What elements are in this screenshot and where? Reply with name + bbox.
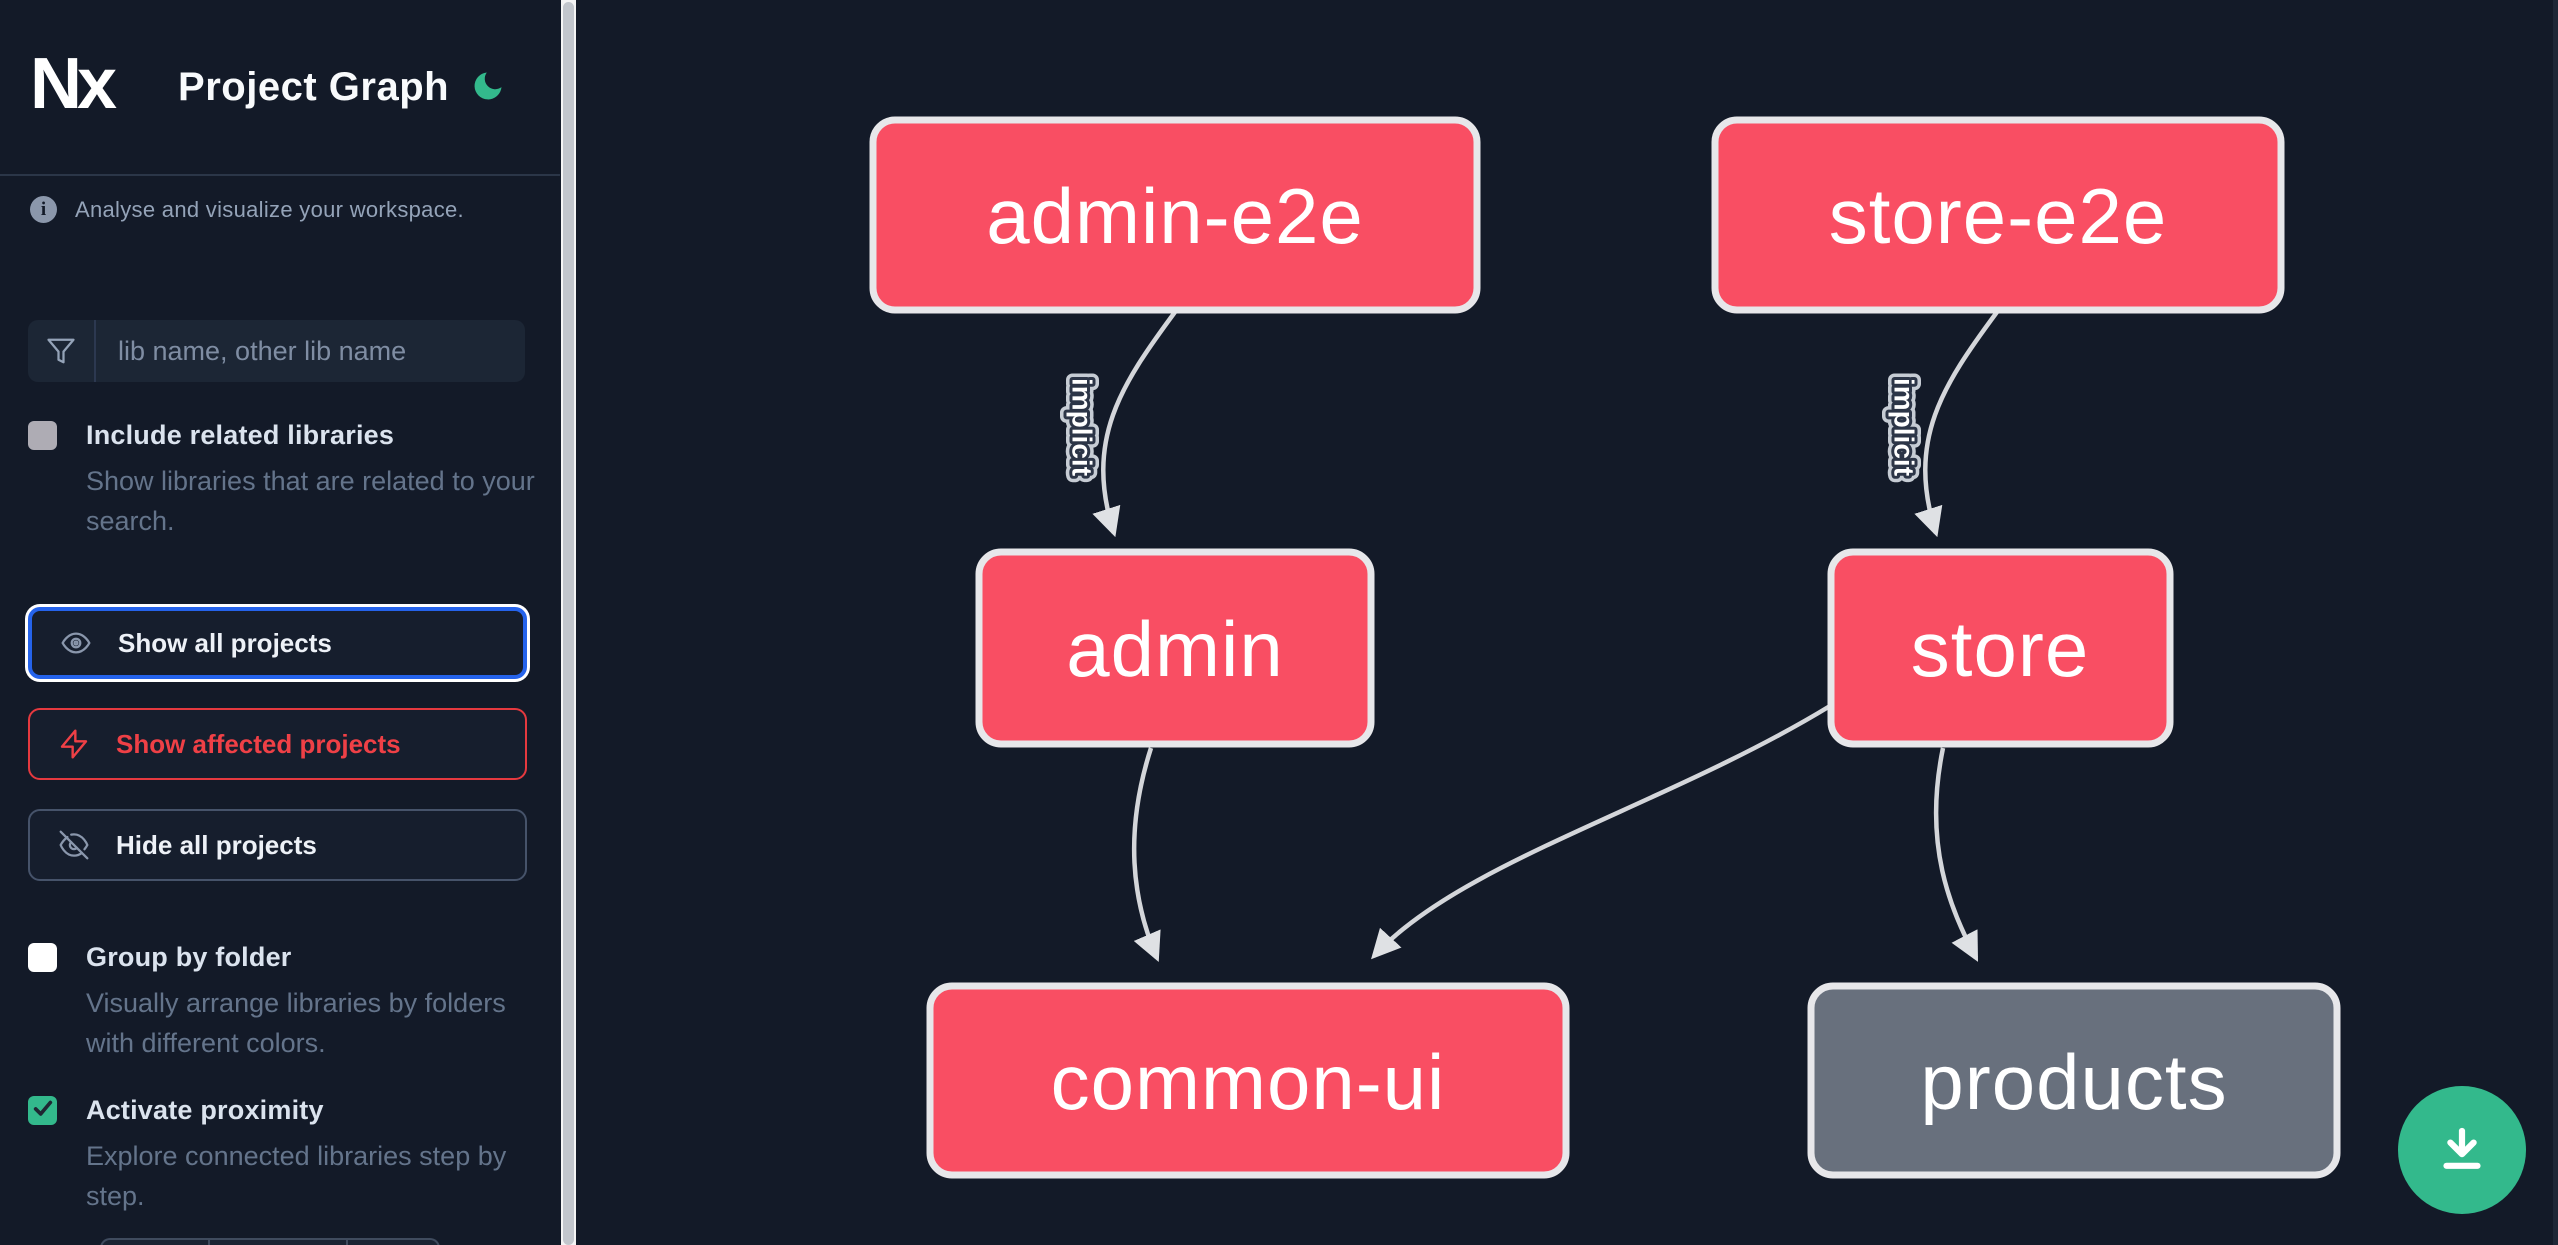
- svg-text:store: store: [1911, 605, 2089, 693]
- edge-label-implicit-2: implicit implicit implicit: [1882, 371, 1926, 482]
- option-group-by-folder: Group by folder Visually arrange librari…: [28, 942, 528, 1063]
- button-label: Show all projects: [118, 627, 332, 658]
- option-label: Group by folder: [86, 942, 292, 972]
- svg-text:common-ui: common-ui: [1051, 1038, 1446, 1126]
- svg-text:admin-e2e: admin-e2e: [986, 172, 1364, 260]
- option-description: Visually arrange libraries by folders wi…: [86, 988, 506, 1058]
- svg-text:implicit: implicit: [1889, 378, 1920, 476]
- svg-text:admin: admin: [1066, 605, 1283, 693]
- lightning-icon: [58, 728, 90, 760]
- option-activate-proximity: Activate proximity Explore connected lib…: [28, 1095, 528, 1216]
- group-by-folder-checkbox[interactable]: [28, 943, 57, 972]
- sidebar-header: Nx Project Graph: [0, 0, 560, 176]
- nx-logo: Nx: [30, 44, 117, 124]
- hide-all-projects-button[interactable]: Hide all projects: [28, 809, 527, 881]
- svg-text:store-e2e: store-e2e: [1829, 172, 2168, 260]
- edge-label-implicit-1: implicit implicit implicit: [1060, 371, 1104, 482]
- node-store[interactable]: store: [1827, 548, 2174, 748]
- node-admin[interactable]: admin: [975, 548, 1375, 748]
- project-actions: Show all projects Show affected projects…: [28, 607, 527, 881]
- show-affected-projects-button[interactable]: Show affected projects: [28, 708, 527, 780]
- option-description: Show libraries that are related to your …: [86, 466, 535, 536]
- edge-store-to-products: [1933, 747, 1979, 962]
- page-scrollbar[interactable]: [2553, 0, 2558, 1245]
- check-icon: [32, 1097, 54, 1124]
- sidebar-scrollbar[interactable]: [561, 0, 576, 1245]
- svg-text:implicit: implicit: [1067, 378, 1098, 476]
- workspace-info: i Analyse and visualize your workspace.: [30, 196, 530, 223]
- option-label: Include related libraries: [86, 420, 395, 450]
- theme-toggle-button[interactable]: [468, 67, 508, 107]
- edge-store-e2e-to-store: [1914, 310, 1999, 538]
- info-text: Analyse and visualize your workspace.: [75, 196, 464, 222]
- node-admin-e2e[interactable]: admin-e2e: [869, 116, 1481, 314]
- button-label: Show affected projects: [116, 728, 401, 759]
- moon-icon: [470, 68, 506, 107]
- filter-icon: [28, 320, 96, 382]
- search-input[interactable]: [96, 320, 525, 382]
- stepper-segment[interactable]: [346, 1240, 438, 1245]
- download-icon: [2431, 1118, 2493, 1183]
- sidebar: Nx Project Graph i Analyse and visualize…: [0, 0, 560, 1245]
- svg-text:products: products: [1920, 1038, 2227, 1126]
- edge-admin-e2e-to-admin: [1092, 310, 1177, 538]
- stepper-segment[interactable]: [208, 1240, 346, 1245]
- proximity-stepper[interactable]: [100, 1238, 440, 1245]
- stepper-segment[interactable]: [102, 1240, 208, 1245]
- option-include-related: Include related libraries Show libraries…: [28, 420, 535, 541]
- edge-store-to-common-ui: [1371, 704, 1832, 960]
- option-label: Activate proximity: [86, 1095, 324, 1125]
- node-common-ui[interactable]: common-ui: [926, 982, 1570, 1179]
- search-box: [28, 320, 525, 382]
- activate-proximity-checkbox[interactable]: [28, 1096, 57, 1125]
- svg-text:implicit: implicit: [1889, 378, 1920, 476]
- download-image-button[interactable]: [2398, 1086, 2526, 1214]
- svg-text:implicit: implicit: [1067, 378, 1098, 476]
- svg-text:implicit: implicit: [1889, 378, 1920, 476]
- info-icon: i: [30, 196, 57, 223]
- option-description: Explore connected libraries step by step…: [86, 1141, 507, 1211]
- button-label: Hide all projects: [116, 829, 317, 860]
- page-title: Project Graph: [178, 64, 450, 109]
- project-graph-canvas[interactable]: implicit implicit implicit implicit impl…: [576, 0, 2558, 1245]
- svg-text:implicit: implicit: [1067, 378, 1098, 476]
- show-all-projects-button[interactable]: Show all projects: [28, 607, 527, 679]
- include-related-checkbox[interactable]: [28, 421, 57, 450]
- eye-off-icon: [58, 829, 90, 861]
- eye-icon: [60, 627, 92, 659]
- edge-admin-to-common-ui: [1131, 747, 1161, 963]
- node-products[interactable]: products: [1807, 982, 2341, 1179]
- scrollbar-thumb[interactable]: [563, 2, 574, 1245]
- node-store-e2e[interactable]: store-e2e: [1711, 116, 2285, 314]
- edges: [1092, 310, 1999, 963]
